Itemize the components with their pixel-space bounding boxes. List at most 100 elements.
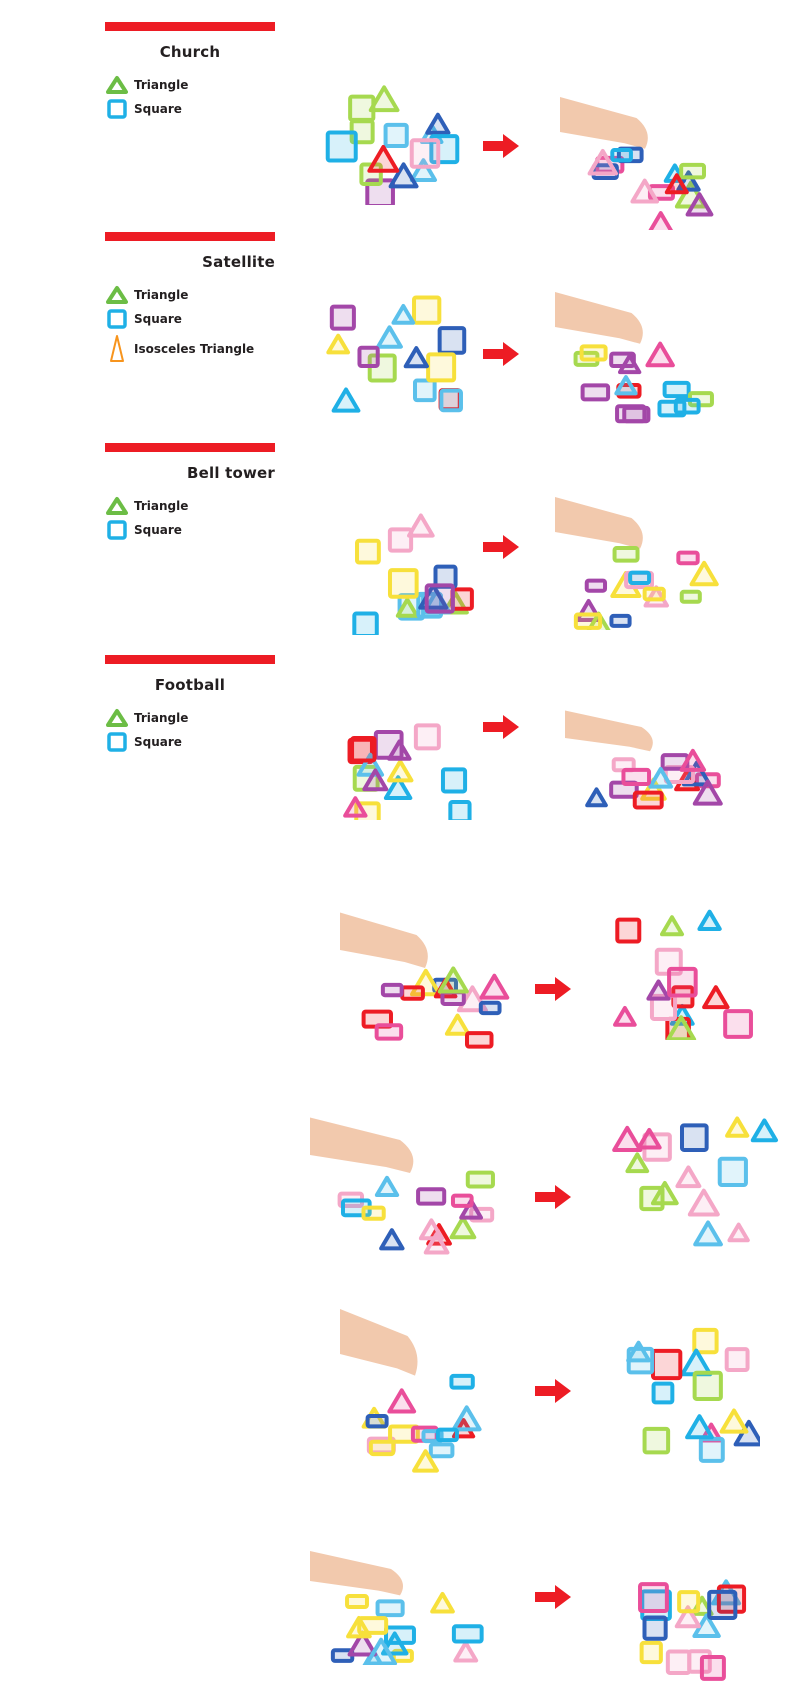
section-title: Bell tower <box>186 464 275 482</box>
triangle-tile <box>693 1220 723 1247</box>
legend-football: Football Triangle Square <box>105 655 275 754</box>
triangle-tile <box>387 1388 417 1414</box>
arrow-right-icon <box>483 715 519 739</box>
legend-item-triangle: Triangle <box>105 706 275 730</box>
triangle-tile <box>636 1127 662 1150</box>
step-before-image <box>305 275 475 419</box>
square-tile <box>717 1156 748 1188</box>
square-tile <box>357 345 380 369</box>
legend-bell-tower: Bell tower Triangle Square <box>105 443 275 542</box>
square-tile <box>375 1599 405 1618</box>
square-tile <box>465 1031 494 1049</box>
triangle-tile <box>444 1013 471 1036</box>
square-icon <box>105 98 129 120</box>
legend-item-square: Square <box>105 518 275 542</box>
triangle-tile <box>659 915 685 937</box>
triangle-tile <box>687 1188 720 1217</box>
triangle-tile <box>725 1116 750 1138</box>
triangle-tile <box>587 149 618 176</box>
tile-model-illustration <box>626 1327 765 1463</box>
square-tile <box>673 397 701 415</box>
triangle-tile <box>702 985 730 1010</box>
tile-layout-illustration <box>310 1551 484 1669</box>
square-tile <box>435 1427 459 1443</box>
triangle-tile <box>326 333 351 355</box>
square-tile <box>649 993 678 1021</box>
legend-item-triangle: Triangle <box>105 494 275 518</box>
hand <box>555 292 643 344</box>
square-tile <box>584 578 608 593</box>
square-tile <box>348 94 376 122</box>
square-tile <box>355 538 381 565</box>
step-after-image <box>590 1105 790 1259</box>
triangle-tile <box>395 597 419 618</box>
square-tile <box>642 1426 671 1455</box>
square-tile <box>350 736 377 763</box>
step-before-image <box>310 1110 510 1264</box>
square-tile <box>365 1413 389 1429</box>
square-tile <box>677 1590 701 1614</box>
square-tile <box>383 122 409 149</box>
hand <box>310 1117 414 1173</box>
square-tile <box>609 613 632 628</box>
step-after-image <box>610 1305 765 1489</box>
legend-label: Square <box>134 523 182 537</box>
triangle-tile <box>409 158 438 182</box>
square-tile <box>679 162 706 180</box>
triangle-tile <box>449 1215 477 1240</box>
square-tile <box>665 1649 692 1675</box>
triangle-tile <box>383 775 413 801</box>
triangle-tile <box>664 173 689 195</box>
triangle-tile <box>347 1630 378 1657</box>
legend-label: Triangle <box>134 78 189 92</box>
triangle-tile <box>646 979 671 1001</box>
triangle-tile <box>681 760 712 787</box>
legend-label: Square <box>134 735 182 749</box>
triangle-icon <box>105 284 129 306</box>
step-after-image <box>585 1565 765 1689</box>
square-tile <box>699 1654 726 1681</box>
hand <box>560 97 648 149</box>
square-tile <box>692 1370 723 1401</box>
triangle-tile <box>666 1015 697 1042</box>
square-tile <box>662 380 691 399</box>
legend-label: Isosceles Triangle <box>134 342 255 356</box>
legend-label: Triangle <box>134 499 189 513</box>
square-tile <box>361 1205 386 1221</box>
triangle-tile <box>365 1637 398 1666</box>
section-divider-bar <box>105 655 275 664</box>
square-tile <box>667 966 698 998</box>
triangle-tile <box>679 748 707 772</box>
square-tile <box>368 1439 396 1457</box>
square-tile <box>638 1582 669 1614</box>
triangle-tile <box>630 178 660 204</box>
square-tile <box>440 767 468 794</box>
step-before-image <box>315 710 485 828</box>
square-tile <box>615 917 642 944</box>
legend-item-square: Square <box>105 97 275 121</box>
triangle-tile <box>418 1218 444 1241</box>
triangle-tile <box>331 387 361 413</box>
triangle-tile <box>479 973 510 1000</box>
triangle-tile <box>423 1232 450 1255</box>
square-tile <box>413 378 437 403</box>
triangle-tile <box>625 1152 650 1174</box>
square-tile <box>409 138 441 169</box>
square-tile <box>610 148 633 163</box>
arrow-right-icon <box>483 535 519 559</box>
hand <box>555 497 643 549</box>
square-tile <box>465 1170 495 1189</box>
triangle-tile <box>368 85 400 113</box>
triangle-tile <box>437 966 469 994</box>
square-tile <box>380 982 404 998</box>
square-tile <box>622 405 651 424</box>
hand <box>340 912 428 968</box>
triangle-icon <box>105 495 129 517</box>
step-before-image <box>315 495 485 639</box>
tile-layout-illustration <box>352 513 474 639</box>
square-tile <box>707 1589 738 1620</box>
triangle-tile <box>362 768 389 792</box>
triangle-tile <box>617 353 642 375</box>
square-tile <box>478 1000 502 1016</box>
triangle-tile <box>626 1340 651 1363</box>
